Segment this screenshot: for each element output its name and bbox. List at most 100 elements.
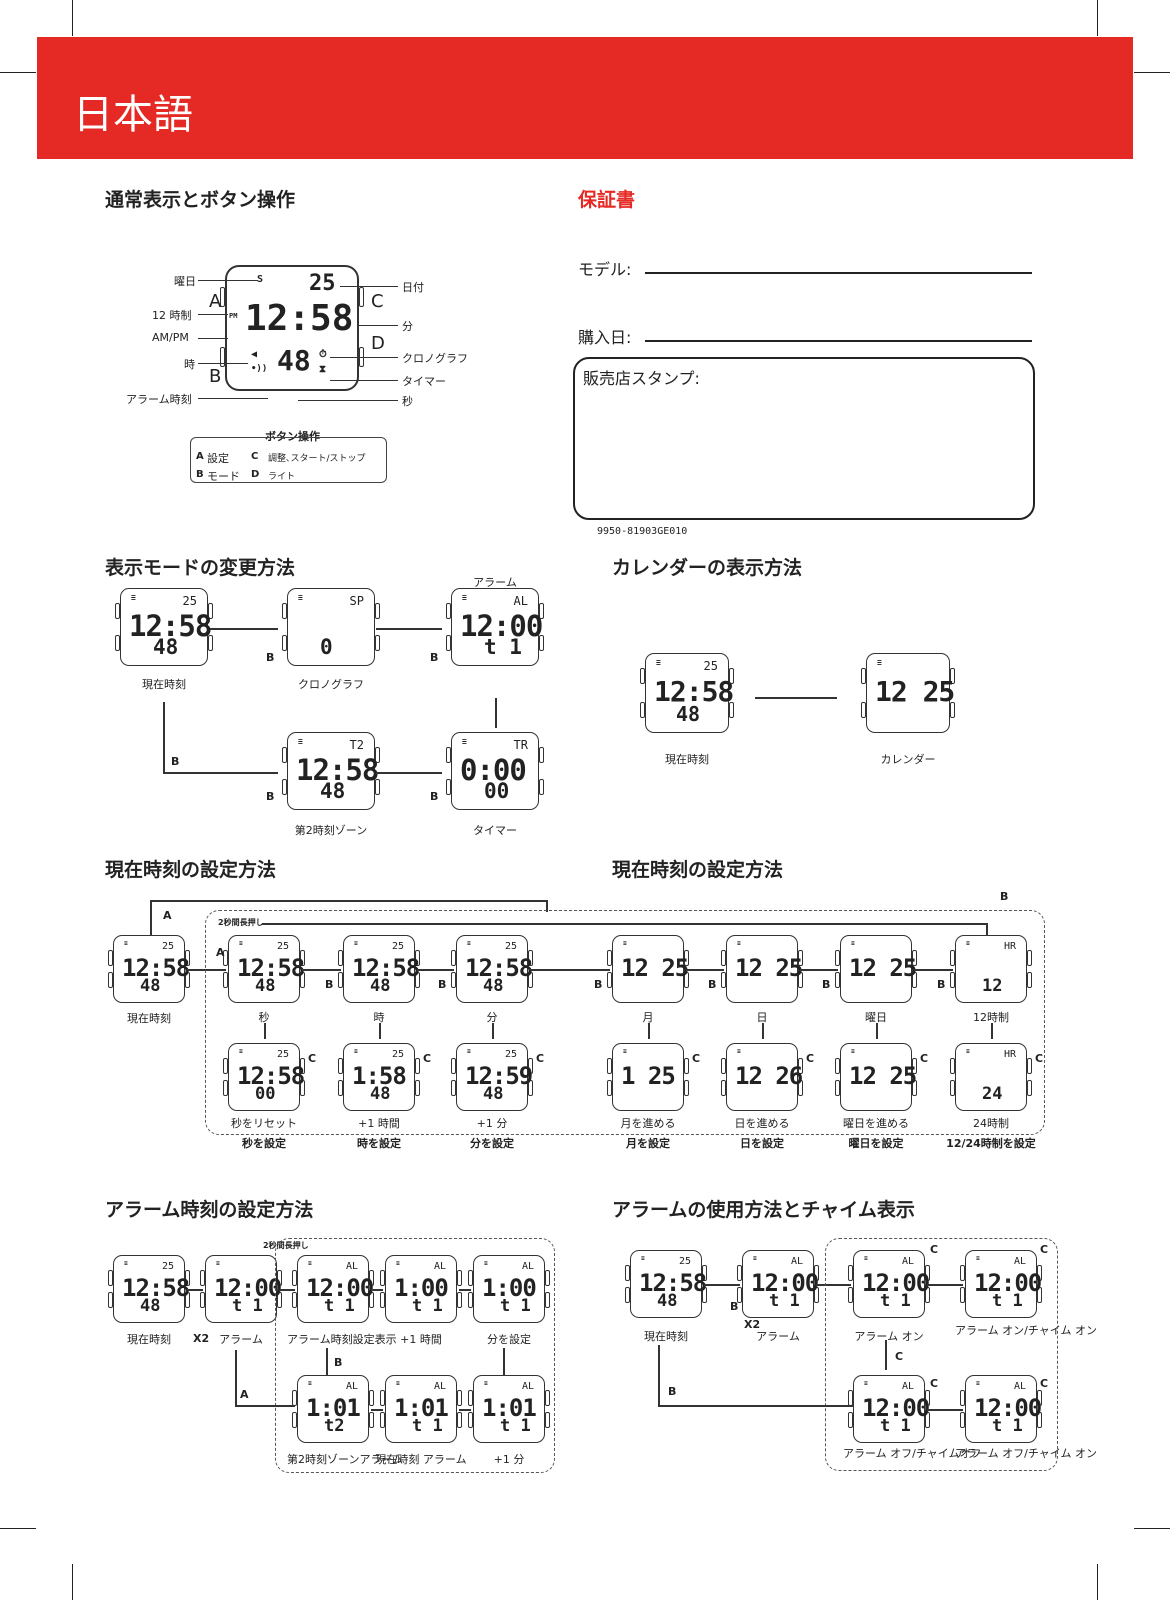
ts-top-1-label: 時 [373, 1011, 385, 1024]
ts-top-4-lcd-main: 12 25 [735, 954, 803, 982]
ts-bot-2-lcd-main: 12:59 [465, 1062, 533, 1090]
ts-top-3-watch: ≡12 25 [607, 935, 689, 1003]
au-0-lcd-top: 25 [678, 1256, 691, 1267]
ts-bot-1-lcd-main: 1:58 [352, 1062, 407, 1090]
as-bot-1-lcd-sub: t 1 [412, 1416, 443, 1436]
ts-top-1-day-icon: ≡ [354, 940, 358, 947]
crop-mark [1097, 0, 1098, 36]
callout-line [198, 363, 248, 364]
ts-top-6-watch: HR≡12 [950, 935, 1032, 1003]
as-top-4-label: 分を設定 [487, 1333, 531, 1346]
ts-btn-b-5: B [822, 978, 831, 991]
callout-line [330, 380, 398, 381]
ts-caption-0: 秒を設定 [242, 1137, 286, 1150]
button-d-label: D [371, 333, 385, 354]
legend-val-c: 調整､スタート/ストップ [268, 454, 366, 464]
callout-minute: 分 [402, 320, 413, 333]
crop-mark [1134, 72, 1170, 73]
legend-val-b: モード [207, 470, 240, 483]
warranty-stamp-label: 販売店スタンプ: [583, 369, 700, 388]
main-watch-diagram: S 25 PM 12:58 48 ◀ •)) ⏱ ⧗ [220, 265, 364, 391]
au-4-lcd-top: AL [901, 1381, 914, 1392]
bell-icon: ◀ [251, 349, 258, 360]
as-bot-1-lcd-main: 1:01 [394, 1394, 449, 1422]
ts-top-5-day-icon: ≡ [851, 940, 855, 947]
legend-val-a: 設定 [207, 452, 229, 465]
ts-bot-5-label: 曜日を進める [843, 1117, 909, 1130]
as-top-0-lcd-main: 12:58 [122, 1274, 190, 1302]
crop-mark [0, 72, 36, 73]
mode-alarm-lcd-top: AL [513, 594, 528, 608]
lcd-seconds: 48 [277, 344, 311, 377]
as-top-1-lcd-main: 12:00 [214, 1274, 282, 1302]
mode-btn-b: B [430, 790, 439, 803]
ts-top-5-watch: ≡12 25 [835, 935, 917, 1003]
legend-key-d: D [251, 469, 260, 480]
ts-btn-c-5: C [920, 1052, 929, 1065]
au-2-lcd-main: 12:00 [862, 1269, 930, 1297]
cal-calendar-watch: ≡12 25 [861, 653, 955, 733]
au-0-label: 現在時刻 [644, 1330, 688, 1343]
au-btn-b: B [730, 1300, 739, 1313]
ts-bot-4-watch: ≡12 26 [721, 1043, 803, 1111]
flow-line [686, 969, 724, 971]
cal-current-lcd-main: 12:58 [654, 675, 734, 708]
flow-line [163, 702, 165, 772]
au-1-lcd-main: 12:00 [751, 1269, 819, 1297]
section-title-alarm-set: アラーム時刻の設定方法 [105, 1199, 314, 1221]
alarm-set-x2: X2 [193, 1332, 210, 1345]
as-top-4-day-icon: ≡ [484, 1260, 488, 1267]
as-top-2-lcd-main: 12:00 [306, 1274, 374, 1302]
flow-line [816, 1284, 851, 1286]
mode-zone2-lcd-top: T2 [349, 738, 364, 752]
au-btn-c-0: C [930, 1243, 939, 1256]
section-title-mode-change: 表示モードの変更方法 [105, 557, 296, 579]
legend-key-a: A [196, 451, 204, 462]
crop-mark [72, 0, 73, 36]
ts-bot-0-day-icon: ≡ [239, 1048, 243, 1055]
flow-line [546, 900, 548, 912]
ts-bot-6-label: 24時制 [973, 1117, 1009, 1130]
ts-top-3-lcd-main: 12 25 [621, 954, 689, 982]
mode-alarm-lcd-main: 12:00 [460, 609, 543, 643]
flow-line [163, 772, 278, 774]
au-1-label: アラーム [756, 1330, 800, 1343]
mode-timer-lcd-top: TR [513, 738, 528, 752]
ts-btn-c-1: C [423, 1052, 432, 1065]
mode-chrono-lcd-sub: 0 [320, 635, 333, 659]
button-legend-title: ボタン操作 [265, 430, 320, 443]
ts-top-4-watch: ≡12 25 [721, 935, 803, 1003]
as-top-3-day-icon: ≡ [396, 1260, 400, 1267]
time-set-start-label: 現在時刻 [127, 1012, 171, 1025]
button-b-label: B [209, 366, 222, 387]
cal-current-lcd-top: 25 [703, 659, 718, 673]
flow-line [876, 1023, 878, 1039]
as-top-2-lcd-top: AL [345, 1261, 358, 1272]
as-bot-0-lcd-top: AL [345, 1381, 358, 1392]
lcd-pm: PM [229, 312, 238, 320]
ts-top-0-day-icon: ≡ [239, 940, 243, 947]
ts-caption-6: 12/24時制を設定 [946, 1137, 1036, 1150]
as-bot-2-day-icon: ≡ [484, 1380, 488, 1387]
callout-line [198, 338, 228, 339]
ts-bot-0-lcd-main: 12:58 [237, 1062, 305, 1090]
au-5-lcd-main: 12:00 [974, 1394, 1042, 1422]
sound-icon: •)) [251, 364, 268, 374]
warranty-model-line [645, 272, 1032, 274]
callout-line [198, 280, 258, 281]
mode-btn-b: B [171, 755, 180, 768]
ts-top-0-lcd-main: 12:58 [237, 954, 305, 982]
au-0-day-icon: ≡ [641, 1255, 645, 1262]
flow-line [762, 1023, 764, 1039]
ts-bot-4-label: 日を進める [734, 1117, 790, 1130]
mode-current-lcd-main: 12:58 [129, 609, 212, 643]
ts-top-0-lcd-sub: 48 [255, 976, 276, 996]
mode-timer-lcd-main: 0:00 [460, 753, 527, 787]
section-title-display: 通常表示とボタン操作 [105, 189, 296, 211]
section-title-time-set: 現在時刻の設定方法 [105, 859, 277, 881]
au-5-label: アラーム オフ/チャイム オン [955, 1447, 1098, 1460]
alarm-use-x2: X2 [744, 1318, 761, 1331]
